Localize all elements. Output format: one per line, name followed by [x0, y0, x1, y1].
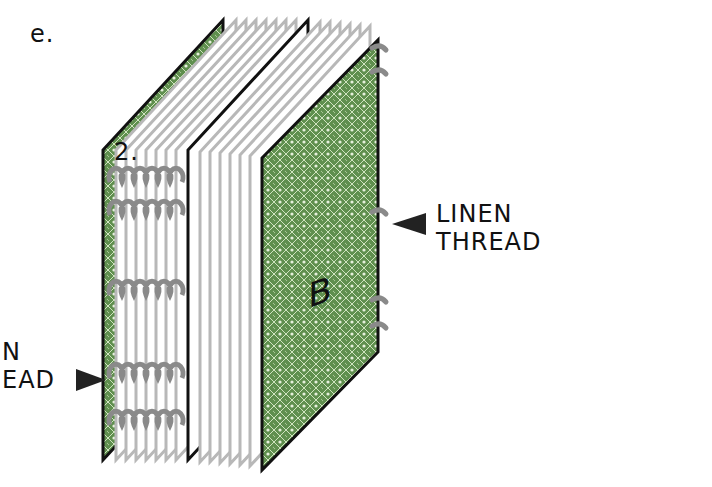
callout-label: N EAD [2, 338, 54, 394]
callout-label: LINEN THREAD [436, 200, 576, 256]
callout-arrow [76, 369, 106, 391]
cover-letter: B [308, 268, 331, 316]
callout-arrow [392, 213, 426, 235]
coptic-stitch [109, 168, 183, 425]
cover-shape [262, 40, 378, 470]
step-number: 2. [114, 138, 174, 166]
book-cover: B [262, 40, 378, 470]
step-number: e. [30, 20, 90, 48]
cover-outline [262, 40, 378, 470]
linen-thread [372, 46, 386, 328]
